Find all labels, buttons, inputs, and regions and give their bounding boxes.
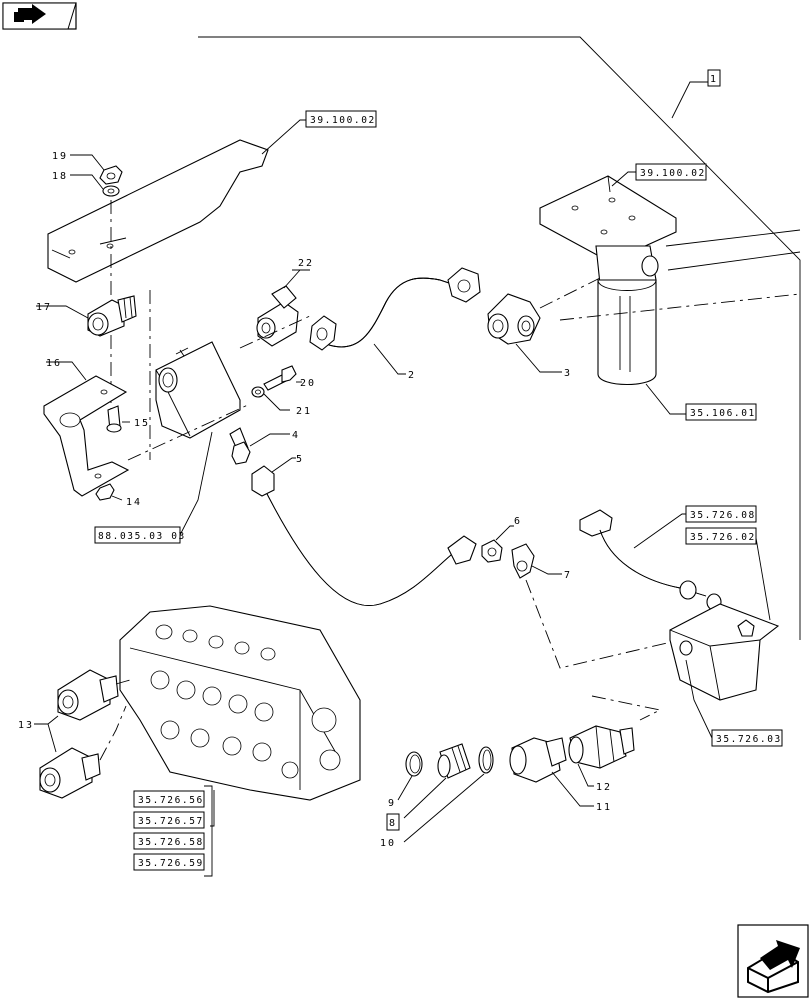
callout-3: 3 [564, 368, 572, 379]
adapter-8 [437, 743, 471, 779]
ref-35-726-59: 35.726.59 [138, 858, 204, 869]
callout-17: 17 [36, 302, 52, 313]
fitting-22 [256, 285, 299, 347]
oring-9 [405, 751, 423, 777]
bolt-20 [263, 365, 297, 391]
callout-13: 13 [18, 720, 34, 731]
adapter-6 [481, 539, 503, 563]
callout-15: 15 [134, 418, 150, 429]
frame-plate [47, 139, 269, 283]
callout-12: 12 [596, 782, 612, 793]
callout-18: 18 [52, 171, 68, 182]
connector-13-lower [39, 747, 101, 799]
callout-11: 11 [596, 802, 612, 813]
callout-16: 16 [46, 358, 62, 369]
fitting-4 [229, 427, 251, 465]
hose-5 [251, 465, 477, 606]
callout-4: 4 [292, 430, 300, 441]
callout-9: 9 [388, 798, 396, 809]
mounting-block [155, 341, 241, 439]
oring-10 [478, 746, 494, 774]
callout-14: 14 [126, 497, 142, 508]
callout-21: 21 [296, 406, 312, 417]
ref-35-106-01: 35.106.01 [690, 408, 756, 419]
callout-5: 5 [296, 454, 304, 465]
fitting-17 [87, 295, 137, 337]
callout-19: 19 [52, 151, 68, 162]
callout-22: 22 [298, 258, 314, 269]
bracket-16 [43, 375, 130, 497]
ref-35-726-02: 35.726.02 [690, 532, 756, 543]
nut-19 [99, 165, 123, 185]
filter-assembly [539, 175, 801, 386]
ref-35-726-08: 35.726.08 [690, 510, 756, 521]
coupler-11 [509, 737, 567, 783]
ref-35-726-58: 35.726.58 [138, 837, 204, 848]
callout-6: 6 [514, 516, 522, 527]
callout-10: 10 [380, 838, 396, 849]
coupler-12 [568, 725, 635, 769]
forward-arrow-icon[interactable] [737, 924, 809, 998]
callout-1: 1 [710, 74, 718, 85]
washer-18 [102, 185, 120, 197]
elbow-7 [511, 543, 535, 579]
valve-block [579, 509, 780, 701]
ref-88-035-03-03: 88.035.03 03 [98, 531, 186, 542]
ref-35-726-57: 35.726.57 [138, 816, 204, 827]
bolt-14 [95, 483, 115, 501]
washer-21 [251, 386, 265, 398]
ref-35-726-56: 35.726.56 [138, 795, 204, 806]
control-valve-bank [119, 605, 361, 801]
tee-fitting-3 [487, 293, 541, 345]
callout-8: 8 [389, 818, 397, 829]
callout-7: 7 [564, 570, 572, 581]
back-arrow-icon[interactable] [2, 2, 77, 30]
connector-13-upper [57, 669, 119, 721]
callout-2: 2 [408, 370, 416, 381]
bolt-15 [106, 405, 122, 433]
ref-39-100-02-filter: 39.100.02 [640, 168, 706, 179]
ref-39-100-02-upper-left: 39.100.02 [310, 115, 376, 126]
hose-2 [309, 267, 481, 351]
ref-35-726-03: 35.726.03 [716, 734, 782, 745]
callout-20: 20 [300, 378, 316, 389]
